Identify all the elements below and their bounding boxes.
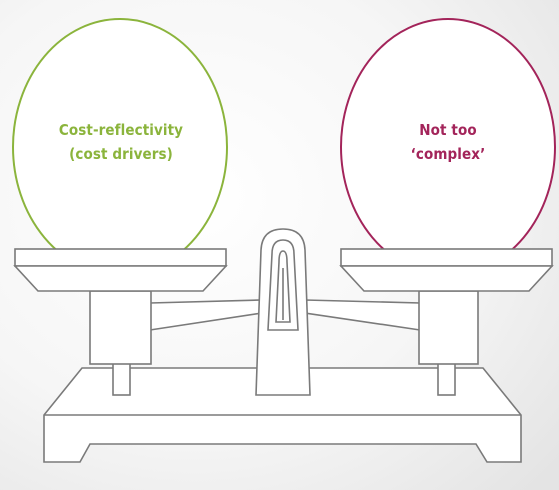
right-bubble-line-1: Not too (419, 121, 477, 139)
left-leg (112, 362, 131, 396)
left-bubble-label: Cost-reflectivity (cost drivers) (26, 118, 216, 166)
left-pan-tray (13, 265, 228, 292)
left-bubble-line-1: Cost-reflectivity (58, 121, 184, 139)
right-bubble-label: Not too ‘complex’ (353, 118, 543, 166)
balance-scale (13, 228, 554, 463)
right-leg (437, 362, 456, 396)
pillar-inner-outline (267, 239, 299, 331)
left-pan-rim (14, 248, 227, 267)
left-bubble-line-2: (cost drivers) (69, 145, 173, 163)
right-pan-block (418, 290, 479, 365)
right-pan-rim (340, 248, 553, 267)
right-pan-tray (339, 265, 554, 292)
left-pan-block (89, 290, 152, 365)
right-bubble-line-2: ‘complex’ (410, 145, 486, 163)
